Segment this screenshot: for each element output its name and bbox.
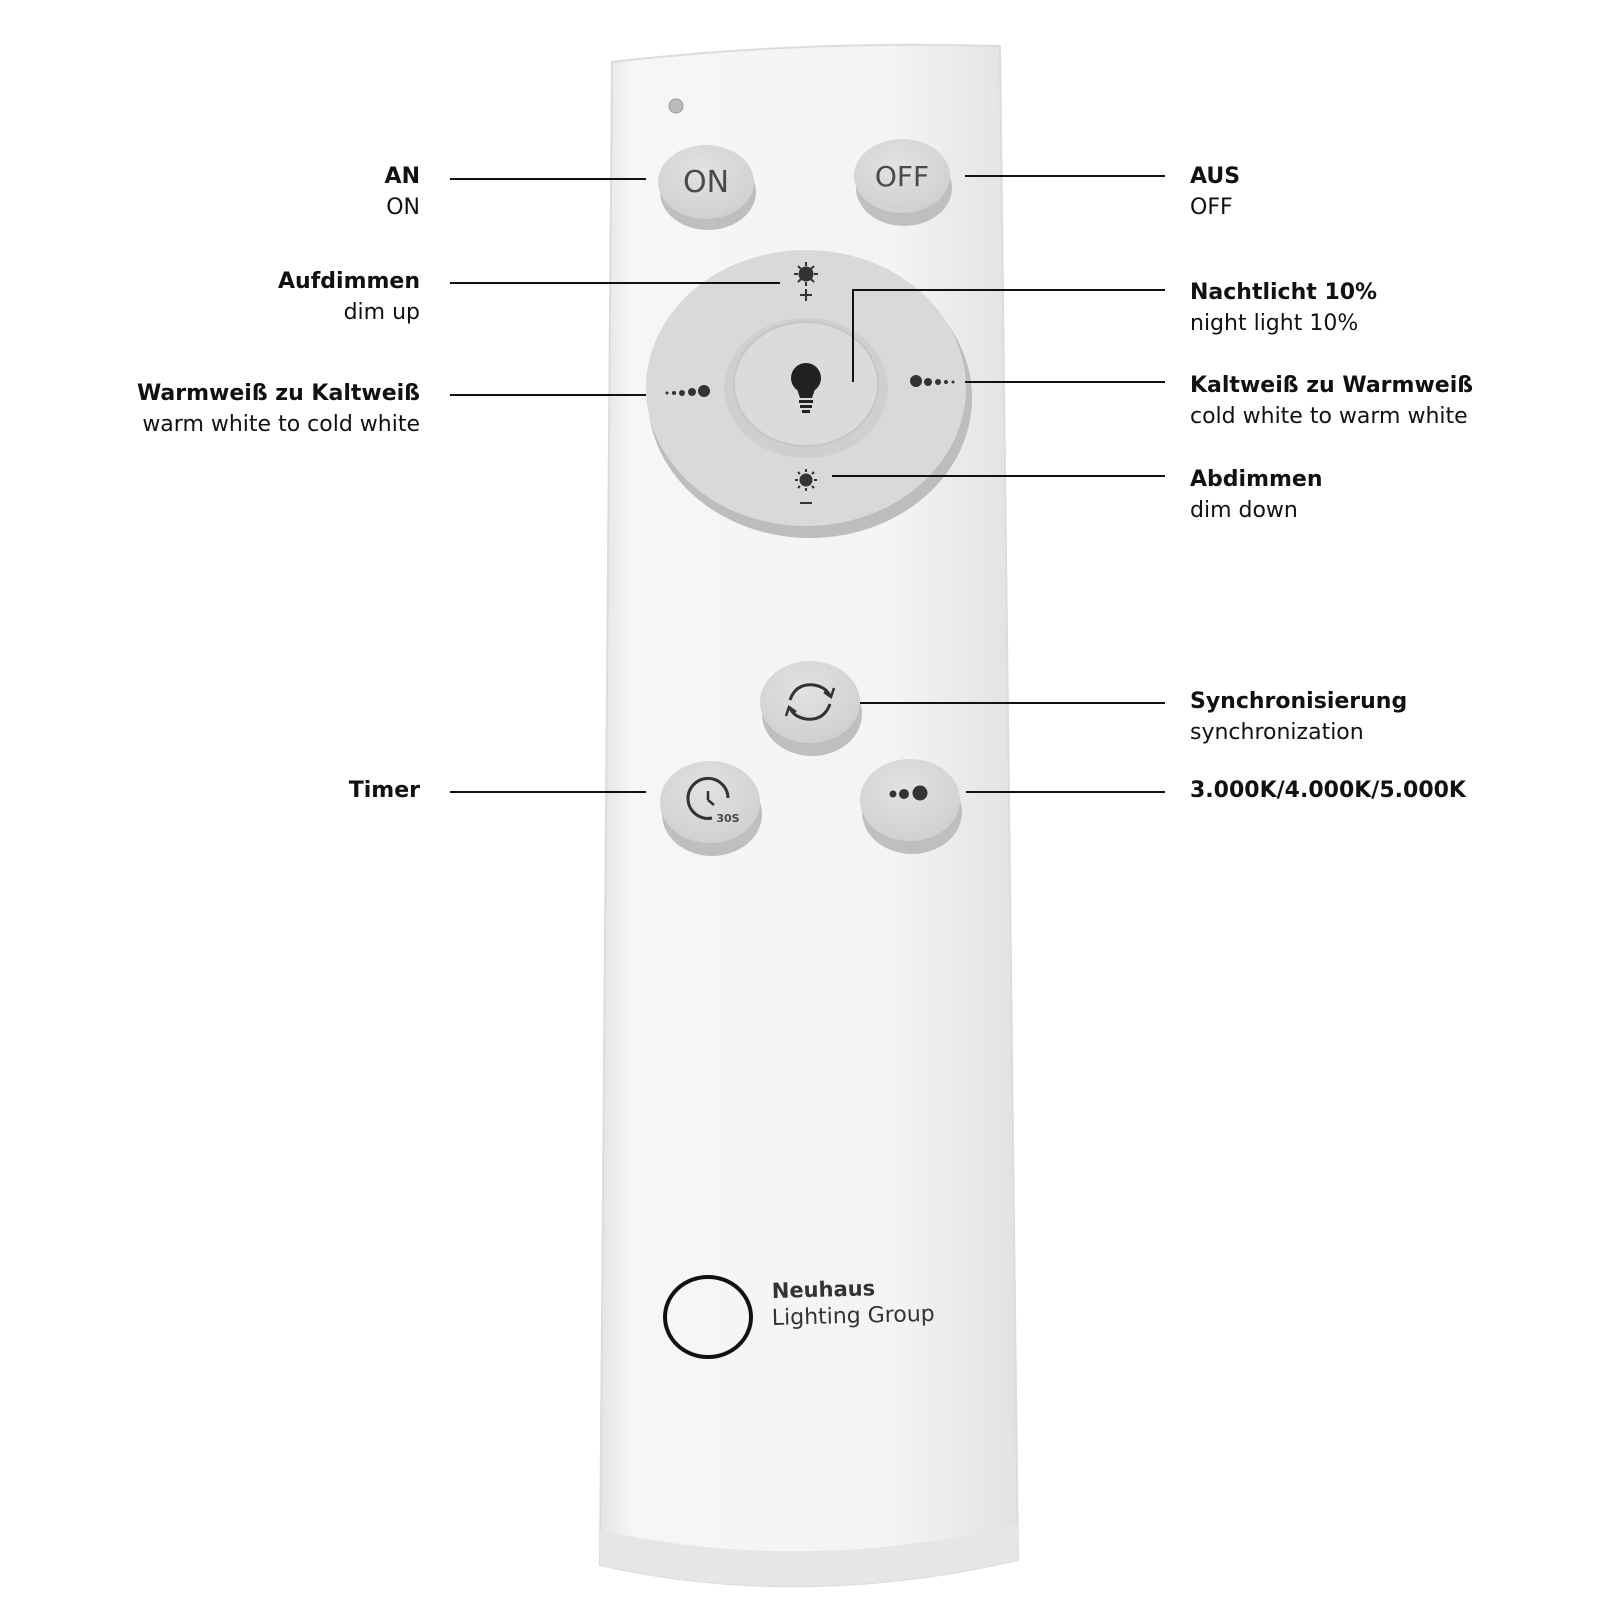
label-cold-to-warm: Kaltweiß zu Warmweiß cold white to warm … (1190, 370, 1473, 432)
leader-off (965, 175, 1165, 177)
label-sync-de: Synchronisierung (1190, 689, 1408, 714)
leader-night-light (852, 289, 1165, 291)
brand-ring-logo (663, 1275, 753, 1359)
leader-dim-up (450, 282, 780, 284)
brand-logo: Neuhaus Lighting Group (663, 1275, 936, 1359)
label-dim-down-en: dim down (1190, 498, 1298, 523)
brand-subline: Lighting Group (772, 1302, 936, 1331)
dots-warm-icon[interactable] (665, 385, 711, 397)
label-dim-up-de: Aufdimmen (278, 269, 420, 294)
on-button-label: ON (683, 165, 729, 200)
label-night-light-en: night light 10% (1190, 311, 1359, 336)
leader-color-temp (966, 791, 1165, 793)
label-dim-up: Aufdimmen dim up (278, 266, 420, 328)
sync-button[interactable] (760, 661, 862, 756)
brand-name: Neuhaus (772, 1276, 876, 1303)
label-off-en: OFF (1190, 195, 1233, 220)
leader-dim-down (832, 475, 1165, 477)
label-night-light-de: Nachtlicht 10% (1190, 280, 1378, 305)
leader-night-light-vertical (852, 289, 854, 382)
label-on-en: ON (386, 195, 420, 220)
sun-plus-icon[interactable] (794, 262, 818, 301)
label-sync-en: synchronization (1190, 720, 1364, 745)
label-sync: Synchronisierung synchronization (1190, 686, 1407, 748)
dots-cold-icon[interactable] (910, 375, 955, 387)
on-button[interactable]: ON (658, 145, 756, 230)
color-temp-button[interactable] (860, 759, 962, 854)
label-cold-to-warm-de: Kaltweiß zu Warmweiß (1190, 373, 1474, 398)
leader-sync (860, 702, 1165, 704)
label-off: AUS OFF (1190, 161, 1240, 223)
label-color-temp-de: 3.000K/4.000K/5.000K (1190, 778, 1466, 803)
label-off-de: AUS (1190, 164, 1241, 189)
timer-badge: 30S (716, 812, 739, 825)
label-color-temp: 3.000K/4.000K/5.000K (1190, 775, 1466, 806)
label-dim-down: Abdimmen dim down (1190, 464, 1323, 526)
leader-on (450, 178, 646, 180)
label-on-de: AN (384, 164, 420, 189)
label-warm-to-cold-de: Warmweiß zu Kaltweiß (136, 381, 420, 406)
label-timer-de: Timer (348, 778, 420, 803)
color-temp-icon (889, 785, 928, 801)
off-button[interactable]: OFF (854, 139, 952, 226)
label-dim-down-de: Abdimmen (1190, 467, 1323, 492)
label-warm-to-cold-en: warm white to cold white (142, 412, 420, 437)
led-indicator (668, 98, 684, 114)
label-cold-to-warm-en: cold white to warm white (1190, 404, 1468, 429)
label-warm-to-cold: Warmweiß zu Kaltweiß warm white to cold … (137, 378, 420, 440)
timer-button[interactable]: 30S (660, 761, 762, 856)
timer-icon (686, 776, 730, 820)
bulb-icon[interactable] (791, 363, 821, 413)
leader-cold-to-warm (965, 381, 1165, 383)
leader-timer (450, 791, 646, 793)
label-night-light: Nachtlicht 10% night light 10% (1190, 277, 1377, 339)
sun-minus-icon[interactable] (795, 469, 817, 504)
label-on: AN ON (385, 161, 420, 223)
sync-icon (784, 683, 836, 721)
label-timer: Timer (349, 775, 420, 806)
label-dim-up-en: dim up (343, 300, 420, 325)
leader-warm-to-cold (450, 394, 646, 396)
off-button-label: OFF (875, 160, 929, 193)
